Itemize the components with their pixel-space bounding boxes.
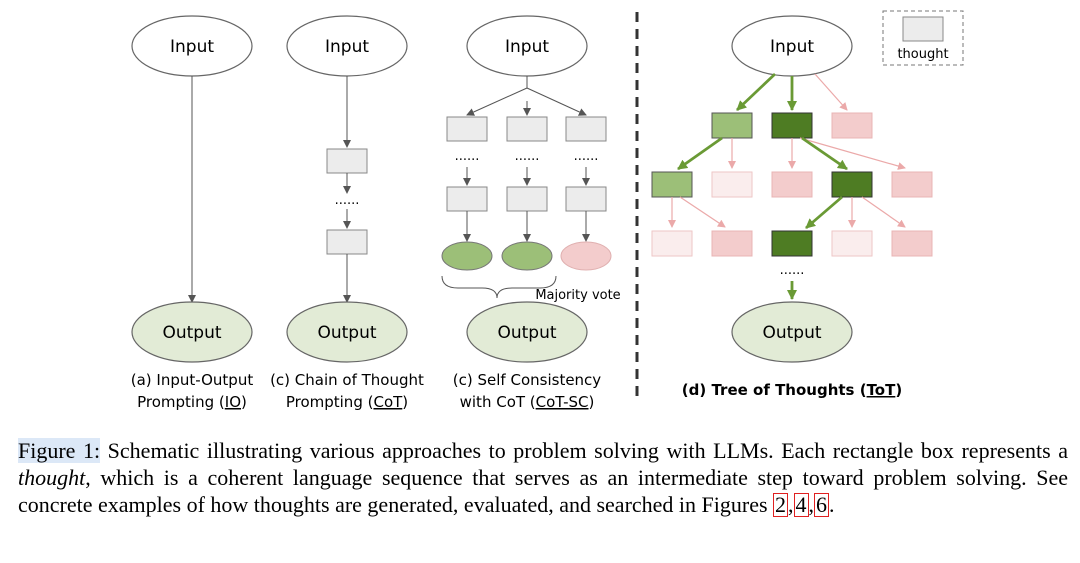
cotsc-caption-line1: (c) Self Consistency: [453, 371, 602, 389]
tot-edge-input-l1a: [736, 72, 776, 112]
tot-edge-l2d-l3c: [805, 195, 843, 230]
io-caption-line2: Prompting (IO): [137, 393, 247, 411]
cot-output-label: Output: [317, 323, 376, 343]
legend-thought-label: thought: [897, 47, 948, 62]
tot-edge-b-l2e: [799, 137, 906, 170]
cotsc-thought-m1: [506, 116, 548, 142]
caption-end: .: [829, 492, 835, 517]
cotsc-dots-right: ......: [574, 149, 599, 164]
cot-dots: ......: [335, 193, 360, 208]
figure-label: Figure 1:: [18, 438, 101, 463]
cotsc-branch-left: [466, 87, 528, 116]
tot-l2-node-c: [771, 171, 813, 198]
cotsc-dots-mid: ......: [515, 149, 540, 164]
majority-vote-label: Majority vote: [535, 288, 620, 303]
tot-dots: ......: [780, 263, 805, 278]
tot-l1-node-b: [771, 112, 813, 139]
tot-l3-node-d: [831, 230, 873, 257]
cot-thought-1: [326, 148, 368, 174]
cotsc-output-node: [466, 301, 588, 363]
figure-caption: Figure 1: Schematic illustrating various…: [18, 437, 1068, 518]
tot-edge-input-l1c: [814, 73, 848, 111]
tot-l2-node-b: [711, 171, 753, 198]
cotsc-branch-right: [526, 87, 587, 116]
cotsc-thought-l2: [446, 186, 488, 212]
cotsc-output-label: Output: [497, 323, 556, 343]
panel-cot-sc: Input ...... ...... ...... Majority vote…: [441, 15, 621, 411]
cotsc-thought-l1: [446, 116, 488, 142]
legend-thought-swatch: [902, 16, 944, 42]
method-comparison-figure: Input Output (a) Input-Output Prompting …: [131, 10, 964, 411]
tot-edge-a-l2a: [677, 136, 723, 171]
cotsc-thought-r1: [565, 116, 607, 142]
tot-l1-node-a: [711, 112, 753, 139]
cotsc-vote-brace: [441, 275, 557, 299]
cotsc-caption-line2: with CoT (CoT-SC): [460, 393, 595, 411]
cot-caption-line2: Prompting (CoT): [286, 393, 408, 411]
io-input-label: Input: [170, 37, 214, 57]
io-caption-line1: (a) Input-Output: [131, 371, 254, 389]
tot-l2-node-a: [651, 171, 693, 198]
figure-ref-4[interactable]: 4: [793, 492, 809, 517]
io-output-node: [131, 301, 253, 363]
tot-caption: (d) Tree of Thoughts (ToT): [682, 381, 902, 399]
cotsc-answer-mid: [501, 241, 553, 271]
tot-l2-node-d: [831, 171, 873, 198]
tot-edge-l2d-l3e: [861, 196, 906, 228]
cot-output-node: [286, 301, 408, 363]
figure-ref-6[interactable]: 6: [814, 492, 830, 517]
tot-l3-node-c: [771, 230, 813, 257]
tot-output-label: Output: [762, 323, 821, 343]
tot-input-label: Input: [770, 37, 814, 57]
tot-edge-l2a-l3b: [679, 196, 726, 228]
caption-emphasis: thought: [18, 465, 86, 490]
tot-edge-b-l2d: [801, 136, 848, 171]
ref-separator-1: ,: [788, 492, 794, 517]
caption-text-2: , which is a coherent language sequence …: [18, 465, 1068, 517]
caption-text-1: Schematic illustrating various approache…: [100, 438, 1068, 463]
tot-l1-node-c: [831, 112, 873, 139]
cotsc-thought-m2: [506, 186, 548, 212]
tot-l3-node-e: [891, 230, 933, 257]
cot-thought-2: [326, 229, 368, 255]
cotsc-answer-left: [441, 241, 493, 271]
tot-l2-node-e: [891, 171, 933, 198]
cotsc-answer-right: [560, 241, 612, 271]
panel-tot: thought Input: [651, 10, 964, 399]
cotsc-dots-left: ......: [455, 149, 480, 164]
io-output-label: Output: [162, 323, 221, 343]
tot-l3-node-a: [651, 230, 693, 257]
cotsc-thought-r2: [565, 186, 607, 212]
panel-cot: Input ...... Output (c) Chain of Thought…: [270, 15, 424, 411]
panel-io: Input Output (a) Input-Output Prompting …: [131, 15, 254, 411]
cot-caption-line1: (c) Chain of Thought: [270, 371, 424, 389]
cot-input-label: Input: [325, 37, 369, 57]
figure-ref-2[interactable]: 2: [773, 492, 789, 517]
cotsc-input-label: Input: [505, 37, 549, 57]
tot-output-node: [731, 301, 853, 363]
ref-separator-2: ,: [808, 492, 815, 517]
tot-l3-node-b: [711, 230, 753, 257]
